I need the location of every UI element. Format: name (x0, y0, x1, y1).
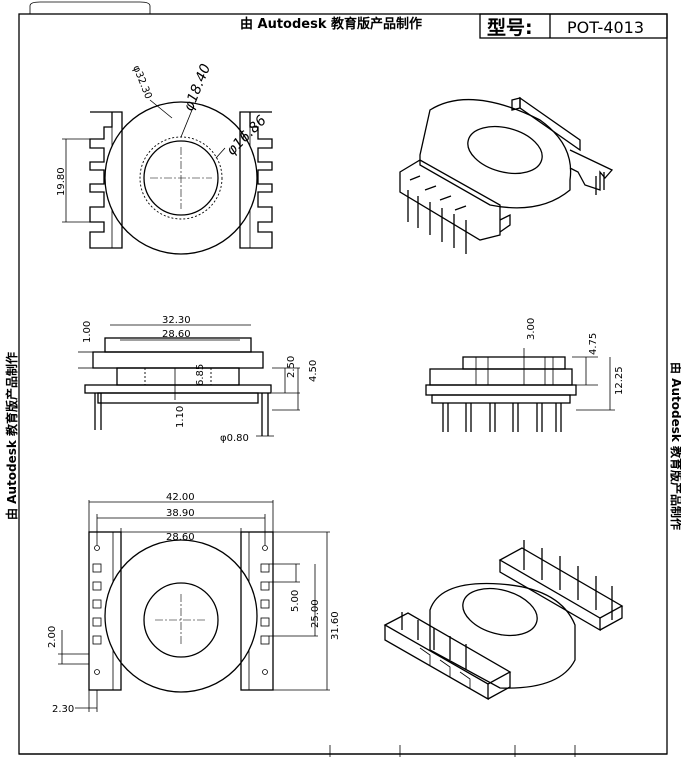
dim-bottom-left-off: 2.00 (47, 626, 58, 648)
bottom-right-pin-holes (260, 545, 270, 675)
side-view: 32.30 28.60 1.00 6.85 2.50 4.50 1.10 φ0.… (78, 315, 319, 444)
dim-bottom-w-inner: 28.60 (166, 532, 195, 543)
dim-side-base: 1.10 (175, 406, 186, 428)
iso-view-bottom (383, 540, 624, 701)
right-side-pins (442, 403, 562, 432)
iso-view-top (399, 96, 614, 254)
dim-side-right-total: 4.50 (308, 360, 319, 382)
dim-outer-dia: φ32.30 (130, 64, 153, 101)
dim-bottom-depth: 31.60 (330, 611, 341, 640)
dim-side-width-inner: 28.60 (162, 329, 191, 340)
iso-bottom-pins-left (401, 612, 467, 670)
dim-side-pin-dia: φ0.80 (220, 433, 249, 444)
watermark-left: 由 Autodesk 教育版产品制作 (4, 352, 19, 520)
watermark-top: 由 Autodesk 教育版产品制作 (240, 16, 422, 32)
iso-bottom-pins-top (523, 540, 613, 620)
model-box (479, 13, 668, 39)
dim-height: 19.80 (56, 167, 67, 196)
dim-side-width-outer: 32.30 (162, 315, 191, 326)
header: 由 Autodesk 教育版产品制作 型号: POT-4013 (240, 13, 668, 39)
dim-bottom-w-mid: 38.90 (166, 508, 195, 519)
dim-bottom-span: 25.00 (310, 599, 321, 628)
model-label: 型号: (487, 16, 533, 39)
model-value: POT-4013 (567, 18, 644, 37)
watermark-right: 由 Autodesk 教育版产品制作 (669, 362, 681, 530)
top-view: φ32.30 φ18.40 φ16.86 19.80 (56, 62, 273, 255)
dim-rsv-flange-height: 4.75 (588, 333, 599, 355)
right-side-view: 3.00 4.75 12.25 (425, 318, 625, 432)
dim-inner-dia: φ18.40 (181, 62, 214, 114)
dim-bottom-pitch: 5.00 (290, 590, 301, 612)
dim-bottom-w-total: 42.00 (166, 492, 195, 503)
dim-side-core-height: 6.85 (195, 364, 206, 386)
dim-side-flange: 1.00 (82, 321, 93, 343)
bottom-view: 42.00 38.90 28.60 5.00 25.00 31.60 2.00 … (47, 492, 341, 715)
bottom-left-pin-holes (92, 545, 102, 675)
dim-bottom-pin-off: 2.30 (52, 704, 74, 715)
sheet-frame (18, 1, 668, 757)
dim-rsv-total-height: 12.25 (614, 366, 625, 395)
dim-side-right-small: 2.50 (286, 356, 297, 378)
dim-rsv-top-offset: 3.00 (526, 318, 537, 340)
